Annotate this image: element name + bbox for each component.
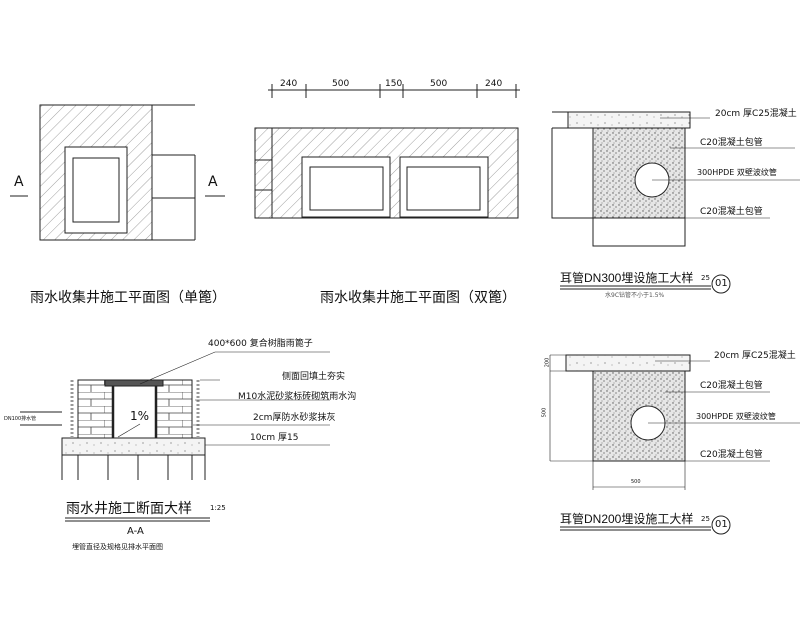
dn300-note: 水9C钻管不小于1.5% xyxy=(605,292,665,299)
dn200-scale: 25 xyxy=(701,515,710,523)
section-pipe-label: DN100排水管 xyxy=(4,416,37,422)
dn300-number: 01 xyxy=(715,278,728,289)
detail-dn300-drawing xyxy=(551,111,800,294)
dn200-label-pipe: 300HPDE 双壁波纹管 xyxy=(696,412,776,421)
dim-1: 240 xyxy=(280,79,298,89)
dn200-label-wrap-bottom: C20混凝土包管 xyxy=(700,450,763,460)
plan-double-title: 雨水收集井施工平面图（双篦） xyxy=(320,290,516,306)
plan-single-drawing xyxy=(10,104,225,241)
dn200-title: 耳管DN200埋设施工大样 xyxy=(560,512,694,526)
dim-4: 500 xyxy=(430,79,448,89)
detail-dn200-drawing xyxy=(549,354,800,535)
section-label-brick: M10水泥砂浆标砖砌筑雨水沟 xyxy=(238,392,357,402)
section-name: A-A xyxy=(127,526,144,537)
dn200-dim-height: 500 xyxy=(541,407,548,418)
section-marker-left: A xyxy=(14,174,24,190)
dim-5: 240 xyxy=(485,79,503,89)
dim-2: 500 xyxy=(332,79,350,89)
section-label-backfill: 侧面回填土夯实 xyxy=(282,372,346,382)
section-marker-right: A xyxy=(208,174,218,190)
dn300-title: 耳管DN300埋设施工大样 xyxy=(560,271,694,285)
section-label-base: 10cm 厚15 xyxy=(250,433,299,443)
dn200-dim-top: 200 xyxy=(544,357,551,368)
section-scale: 1:25 xyxy=(210,504,226,512)
plan-double-drawing xyxy=(254,84,520,219)
section-label-plaster: 2cm厚防水砂浆抹灰 xyxy=(253,413,336,423)
section-label-grate: 400*600 复合树脂雨篦子 xyxy=(208,339,313,349)
dn200-label-slab: 20cm 厚C25混凝土 xyxy=(714,351,796,361)
dn300-label-wrap-top: C20混凝土包管 xyxy=(700,138,763,148)
dn300-label-wrap-bottom: C20混凝土包管 xyxy=(700,207,763,217)
section-note: 埋管直径及规格见排水平面图 xyxy=(72,543,163,551)
dn300-scale: 25 xyxy=(701,274,710,282)
dn300-label-slab: 20cm 厚C25混凝土 xyxy=(715,109,797,119)
dim-3: 150 xyxy=(385,79,403,89)
section-slope: 1% xyxy=(130,409,150,423)
plan-single-title: 雨水收集井施工平面图（单篦） xyxy=(30,290,226,306)
dn200-label-wrap-top: C20混凝土包管 xyxy=(700,381,763,391)
dn300-label-pipe: 300HPDE 双壁波纹管 xyxy=(697,168,777,177)
section-title: 雨水井施工断面大样 xyxy=(66,501,192,517)
section-drawing xyxy=(20,351,330,522)
dn200-dim-width: 500 xyxy=(631,479,641,485)
dn200-number: 01 xyxy=(715,519,728,530)
